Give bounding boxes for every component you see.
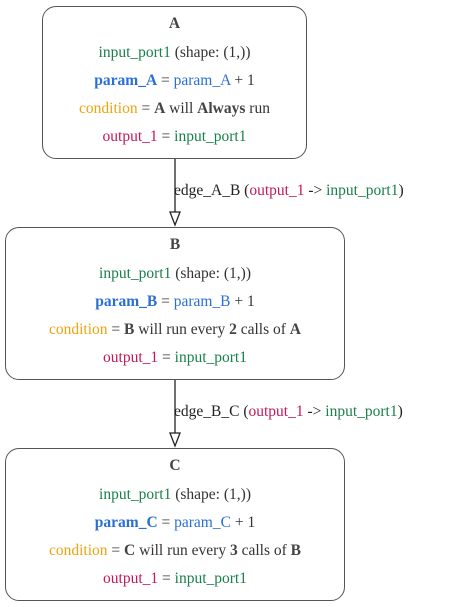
input-port-name: input_port1	[99, 486, 172, 503]
param-line: param_C = param_C + 1	[6, 512, 344, 534]
equals-sign: =	[111, 542, 121, 559]
output-line: output_1 = input_port1	[6, 347, 344, 369]
condition-line: condition = B will run every 2 calls of …	[6, 319, 344, 341]
edge-open-paren: (	[244, 182, 250, 199]
equals-sign: =	[161, 514, 171, 531]
edge-name: edge_B_C	[174, 403, 240, 420]
edge-from-port: output_1	[249, 182, 305, 199]
condition-source: B	[290, 542, 301, 559]
output-name: output_1	[102, 128, 158, 145]
output-name: output_1	[103, 349, 159, 366]
node-a[interactable]: A input_port1 (shape: (1,)) param_A = pa…	[42, 6, 307, 159]
condition-text: will run every	[138, 321, 226, 338]
param-op: + 1	[234, 293, 255, 310]
input-port-line: input_port1 (shape: (1,))	[43, 42, 306, 64]
node-title: C	[169, 457, 181, 474]
input-port-line: input_port1 (shape: (1,))	[6, 263, 344, 285]
edge-b-c-label: edge_B_C (output_1 -> input_port1)	[174, 401, 403, 423]
param-line: param_B = param_B + 1	[6, 291, 344, 313]
edge-to-port: input_port1	[325, 403, 398, 420]
param-expr: param_C	[174, 514, 231, 531]
condition-count: 2	[229, 321, 237, 338]
edge-arrow-text: ->	[308, 182, 323, 199]
edge-name: edge_A_B	[174, 182, 241, 199]
condition-text-end: calls of	[240, 321, 286, 338]
equals-sign: =	[141, 100, 151, 117]
param-expr: param_A	[173, 72, 231, 89]
edge-from-port: output_1	[248, 403, 304, 420]
output-name: output_1	[103, 570, 159, 587]
shape-text: (shape: (1,))	[175, 486, 251, 503]
edge-open-paren: (	[243, 403, 249, 420]
param-op: + 1	[234, 72, 255, 89]
output-port-name: input_port1	[174, 128, 247, 145]
param-line: param_A = param_A + 1	[43, 70, 306, 92]
output-line: output_1 = input_port1	[6, 568, 344, 590]
output-port-name: input_port1	[174, 570, 247, 587]
param-expr: param_B	[173, 293, 231, 310]
input-port-name: input_port1	[99, 265, 172, 282]
output-port-name: input_port1	[174, 349, 247, 366]
edge-arrow-text: ->	[307, 403, 322, 420]
node-title: B	[169, 236, 181, 253]
equals-sign: =	[161, 72, 170, 89]
node-c[interactable]: C input_port1 (shape: (1,)) param_C = pa…	[5, 448, 345, 601]
condition-count: 3	[229, 542, 238, 559]
edge-a-b-label: edge_A_B (output_1 -> input_port1)	[174, 180, 404, 202]
shape-text: (shape: (1,))	[174, 44, 251, 61]
edge-close-paren: )	[397, 403, 403, 420]
condition-text-end: run	[249, 100, 270, 117]
shape-text: (shape: (1,))	[175, 265, 251, 282]
condition-text-end: calls of	[241, 542, 287, 559]
equals-sign: =	[161, 293, 170, 310]
node-b[interactable]: B input_port1 (shape: (1,)) param_B = pa…	[5, 227, 345, 380]
condition-label: condition	[48, 321, 108, 338]
condition-label: condition	[79, 100, 138, 117]
param-op: + 1	[234, 514, 256, 531]
condition-text: will run every	[139, 542, 227, 559]
input-port-name: input_port1	[98, 44, 171, 61]
condition-subject: C	[124, 542, 136, 559]
param-name: param_A	[94, 72, 158, 89]
equals-sign: =	[162, 349, 171, 366]
equals-sign: =	[162, 570, 171, 587]
condition-line: condition = A will Always run	[43, 98, 306, 120]
condition-text: will	[169, 100, 194, 117]
condition-source: A	[289, 321, 301, 338]
output-line: output_1 = input_port1	[43, 126, 306, 148]
edge-close-paren: )	[398, 182, 404, 199]
edge-to-port: input_port1	[326, 182, 399, 199]
condition-subject: B	[124, 321, 135, 338]
equals-sign: =	[111, 321, 121, 338]
input-port-line: input_port1 (shape: (1,))	[6, 484, 344, 506]
condition-line: condition = C will run every 3 calls of …	[6, 540, 344, 562]
edge-a-b-arrow	[169, 159, 181, 227]
condition-subject: A	[154, 100, 166, 117]
equals-sign: =	[161, 128, 171, 145]
condition-emphasis: Always	[197, 100, 246, 117]
condition-label: condition	[48, 542, 108, 559]
param-name: param_B	[95, 293, 158, 310]
edge-b-c-arrow	[169, 380, 181, 448]
param-name: param_C	[94, 514, 158, 531]
node-title: A	[168, 15, 181, 32]
